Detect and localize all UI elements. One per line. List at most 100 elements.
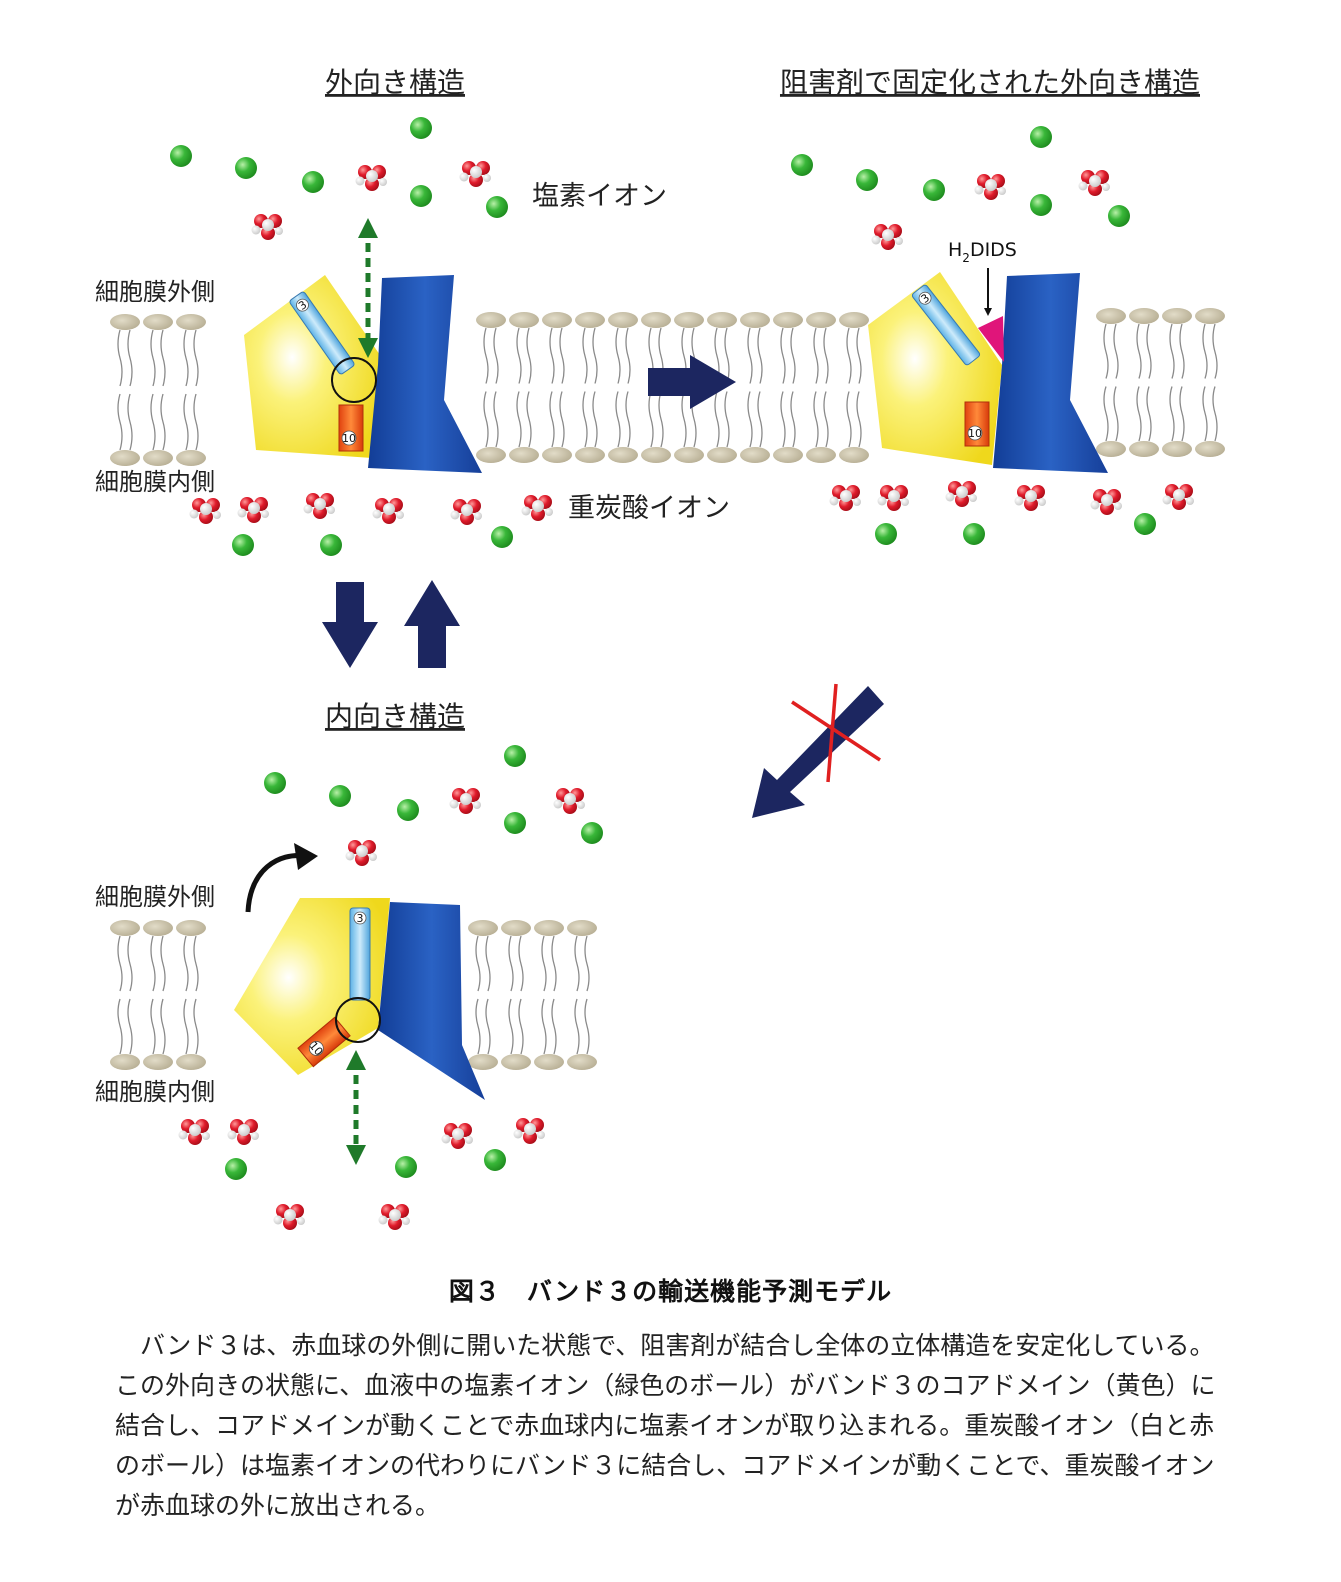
lipid-head bbox=[575, 312, 605, 328]
lipid-head bbox=[1096, 441, 1126, 457]
lipid-tail bbox=[790, 327, 796, 448]
lipid-head bbox=[176, 920, 206, 936]
bicarbonate-ion-icon bbox=[251, 214, 283, 240]
lipid-head bbox=[608, 447, 638, 463]
band3-transport-diagram: 外向き構造 阻害剤で固定化された外向き構造 内向き構造 3 10 3 bbox=[95, 66, 1225, 1230]
lipid-head bbox=[575, 447, 605, 463]
lipid-head bbox=[1129, 441, 1159, 457]
lipid-tail bbox=[1136, 323, 1142, 442]
chloride-ion-icon bbox=[170, 145, 192, 167]
lipid-head bbox=[839, 447, 869, 463]
lipid-head bbox=[1096, 308, 1126, 324]
svg-text:3: 3 bbox=[357, 912, 364, 925]
bicarbonate-ion-icon bbox=[974, 174, 1006, 200]
lipid-head bbox=[707, 312, 737, 328]
chloride-ion-icon bbox=[486, 196, 508, 218]
chloride-ion-icon bbox=[856, 169, 878, 191]
lipid-tail bbox=[485, 935, 491, 1055]
bicarbonate-ion-icon bbox=[441, 1123, 473, 1149]
lipid-tail bbox=[592, 327, 598, 448]
lipid-tail bbox=[551, 935, 557, 1055]
bicarbonate-ion-icon bbox=[355, 165, 387, 191]
gate-domain bbox=[368, 275, 482, 473]
band3-outward: 3 10 bbox=[244, 218, 482, 473]
lipid-tail bbox=[625, 327, 631, 448]
bicarbonate-ion-icon bbox=[189, 498, 221, 524]
lipid-tail bbox=[193, 935, 199, 1055]
bicarbonate-ion-icon bbox=[1162, 484, 1194, 510]
lipid-tail bbox=[1212, 323, 1218, 442]
helix-3: 3 bbox=[289, 291, 355, 375]
lipid-head bbox=[501, 920, 531, 936]
helix-10: 10 bbox=[964, 401, 990, 447]
lipid-tail bbox=[508, 935, 514, 1055]
lipid-head bbox=[806, 447, 836, 463]
chloride-ion-icon bbox=[504, 745, 526, 767]
bicarbonate-ion-icon bbox=[521, 495, 553, 521]
lipid-tail bbox=[757, 327, 763, 448]
bicarbonate-ion-icon bbox=[178, 1119, 210, 1145]
lipid-tail bbox=[516, 327, 522, 448]
lipid-tail bbox=[846, 327, 852, 448]
lipid-head bbox=[176, 314, 206, 330]
lipid-tail bbox=[518, 935, 524, 1055]
chloride-ion-icon bbox=[1030, 126, 1052, 148]
lipid-tail bbox=[813, 327, 819, 448]
bicarbonate-ion-icon bbox=[459, 161, 491, 187]
lipid-tail bbox=[823, 327, 829, 448]
lipid-tail bbox=[127, 329, 133, 451]
lipid-tail bbox=[747, 327, 753, 448]
bicarbonate-ion-icon bbox=[513, 1118, 545, 1144]
chloride-ion-icon bbox=[302, 171, 324, 193]
lipid-tail bbox=[1179, 323, 1185, 442]
lipid-tail bbox=[1202, 323, 1208, 442]
bicarbonate-ion-icon bbox=[378, 1204, 410, 1230]
lipid-tail bbox=[493, 327, 499, 448]
chloride-ion-label: 塩素イオン bbox=[532, 181, 667, 212]
bicarbonate-ion-icon bbox=[553, 788, 585, 814]
lipid-head bbox=[674, 312, 704, 328]
lipid-head bbox=[110, 920, 140, 936]
lipid-head bbox=[143, 450, 173, 466]
bicarbonate-ion-icon bbox=[877, 485, 909, 511]
svg-text:10: 10 bbox=[342, 432, 356, 445]
panel-title-inward: 内向き構造 bbox=[325, 700, 465, 733]
lipid-head bbox=[509, 312, 539, 328]
caption-title: 図３ バンド３の輸送機能予測モデル bbox=[448, 1277, 893, 1306]
lipid-tail bbox=[117, 329, 123, 451]
blocked-cross-icon bbox=[791, 683, 881, 783]
lipid-tail bbox=[483, 327, 489, 448]
lipid-tail bbox=[160, 329, 166, 451]
lipid-head bbox=[1162, 308, 1192, 324]
membrane-inner-label-a: 細胞膜内側 bbox=[95, 468, 215, 496]
helix-3: 3 bbox=[349, 907, 371, 1001]
lipid-head bbox=[501, 1054, 531, 1070]
lipid-tail bbox=[183, 329, 189, 451]
lipid-head bbox=[542, 447, 572, 463]
lipid-head bbox=[1162, 441, 1192, 457]
chloride-ion-icon bbox=[791, 154, 813, 176]
chloride-ion-icon bbox=[1108, 205, 1130, 227]
lipid-tail bbox=[127, 935, 133, 1055]
lipid-head bbox=[707, 447, 737, 463]
lipid-head bbox=[1195, 441, 1225, 457]
chloride-ion-icon bbox=[1030, 194, 1052, 216]
bicarbonate-ion-icon bbox=[945, 481, 977, 507]
gate-domain bbox=[378, 902, 485, 1100]
bicarbonate-ion-icon bbox=[450, 499, 482, 525]
membrane-outer-label-c: 細胞膜外側 bbox=[95, 883, 215, 911]
chloride-ion-icon bbox=[1134, 513, 1156, 535]
lipid-head bbox=[740, 312, 770, 328]
lipid-head bbox=[839, 312, 869, 328]
rotation-arrow-head bbox=[294, 843, 318, 870]
bicarbonate-ion-icon bbox=[227, 1119, 259, 1145]
lipid-head bbox=[468, 920, 498, 936]
chloride-ion-icon bbox=[923, 179, 945, 201]
bicarbonate-ion-icon bbox=[1090, 489, 1122, 515]
lipid-head bbox=[143, 314, 173, 330]
chloride-ion-icon bbox=[235, 157, 257, 179]
lipid-head bbox=[143, 1054, 173, 1070]
chloride-ion-icon bbox=[410, 117, 432, 139]
bicarbonate-ion-icon bbox=[1014, 485, 1046, 511]
helix-10: 10 bbox=[338, 404, 364, 452]
